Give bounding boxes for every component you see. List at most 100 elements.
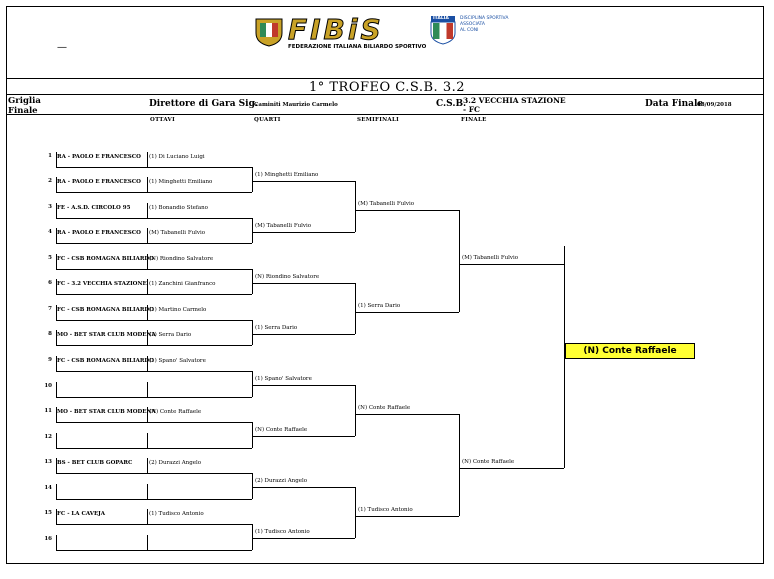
slot-number: 2: [48, 178, 52, 184]
ottavi-line: [56, 243, 252, 244]
ottavi-divider: [56, 407, 57, 422]
ottavi-divider: [56, 177, 57, 192]
slot-number: 10: [44, 383, 52, 389]
csb-name: 3.2 VECCHIA STAZIONE - FC: [463, 96, 566, 114]
date-label: Data Finale: [645, 99, 704, 109]
ottavi-divider: [147, 509, 148, 524]
ottavi-line: [56, 473, 252, 474]
griglia-label: Griglia Finale: [8, 96, 41, 116]
semi-line: [355, 210, 459, 211]
ottavi-line: [56, 371, 252, 372]
ottavi-divider: [56, 509, 57, 524]
finale-player: (M) Tabanelli Fulvio: [462, 255, 519, 261]
slot-number: 16: [44, 536, 52, 542]
club-name: RA - PAOLO E FRANCESCO: [57, 230, 141, 236]
club-name: FC - 3.2 VECCHIA STAZIONE: [57, 281, 147, 287]
ottavi-divider: [56, 228, 57, 243]
round-header-finale: FINALE: [461, 117, 487, 123]
quarti-connector: [252, 422, 253, 448]
quarti-player: (2) Durazzi Angelo: [255, 478, 308, 484]
ottavi-divider: [56, 305, 57, 320]
ottavi-line: [56, 294, 252, 295]
ottavi-line: [56, 320, 252, 321]
round-header-quarti: QUARTI: [254, 117, 281, 123]
ottavi-line: [56, 524, 252, 525]
quarti-line: [252, 181, 355, 182]
ottavi-divider: [147, 177, 148, 192]
winner-connector: [564, 246, 565, 468]
dash-mark: —: [57, 42, 67, 53]
round-header-semifinali: SEMIFINALI: [357, 117, 400, 123]
director-label: Direttore di Gara Sig.: [149, 99, 259, 109]
ottavi-divider: [56, 203, 57, 218]
quarti-player: (1) Spano' Salvatore: [255, 376, 312, 382]
ottavi-divider: [56, 382, 57, 397]
quarti-player: (N) Conte Raffaele: [255, 427, 308, 433]
ottavi-line: [56, 218, 252, 219]
semi-player: (1) Tudisco Antonio: [358, 507, 413, 513]
slot-number: 15: [44, 510, 52, 516]
semi-player: (N) Conte Raffaele: [358, 405, 411, 411]
ottavi-divider: [147, 535, 148, 550]
quarti-connector: [252, 524, 253, 550]
player-name: (1) Zanchini Gianfranco: [149, 281, 216, 287]
quarti-connector: [252, 371, 253, 397]
player-name: (1) Bonandio Stefano: [149, 205, 208, 211]
finale-player: (N) Conte Raffaele: [462, 459, 515, 465]
ottavi-divider: [56, 484, 57, 499]
ottavi-line: [56, 422, 252, 423]
club-name: FC - CSB ROMAGNA BILIARDO: [57, 256, 154, 262]
coni-logo: ITALIA DISCIPLINA SPORTIVA ASSOCIATA AL …: [430, 15, 520, 47]
quarti-connector: [252, 473, 253, 499]
semi-connector: [355, 181, 356, 232]
fibis-logo: FIBiS FEDERAZIONE ITALIANA BILIARDO SPOR…: [254, 13, 426, 50]
quarti-player: (1) Tudisco Antonio: [255, 529, 310, 535]
club-name: FC - CSB ROMAGNA BILIARDO: [57, 307, 154, 313]
quarti-connector: [252, 320, 253, 345]
quarti-line: [252, 283, 355, 284]
ottavi-divider: [147, 330, 148, 345]
slot-number: 6: [48, 280, 52, 286]
semi-connector: [355, 487, 356, 538]
quarti-player: (N) Riondino Salvatore: [255, 274, 320, 280]
quarti-line: [252, 232, 355, 233]
player-name: (2) Durazzi Angelo: [149, 460, 202, 466]
club-name: BS - BET CLUB GOPARC: [57, 460, 133, 466]
club-name: MO - BET STAR CLUB MODENA: [57, 409, 156, 415]
ottavi-line: [56, 397, 252, 398]
slot-number: 5: [48, 255, 52, 261]
ottavi-line: [56, 499, 252, 500]
ottavi-line: [56, 167, 252, 168]
club-name: FE - A.S.D. CIRCOLO 95: [57, 205, 131, 211]
ottavi-divider: [56, 356, 57, 371]
player-name: (1) Di Luciano Luigi: [149, 154, 205, 160]
ottavi-divider: [147, 152, 148, 167]
finale-line: [459, 264, 564, 265]
player-name: (1) Spano' Salvatore: [149, 358, 206, 364]
player-name: (1) Martino Carmelo: [149, 307, 207, 313]
ottavi-divider: [147, 305, 148, 320]
ottavi-divider: [147, 382, 148, 397]
page-title: 1° TROFEO C.S.B. 3.2: [308, 80, 465, 95]
finale-connector: [459, 210, 460, 312]
semi-line: [355, 312, 459, 313]
quarti-connector: [252, 167, 253, 192]
ottavi-divider: [56, 152, 57, 167]
club-name: RA - PAOLO E FRANCESCO: [57, 154, 141, 160]
quarti-line: [252, 487, 355, 488]
quarti-connector: [252, 218, 253, 243]
ottavi-divider: [56, 458, 57, 473]
player-name: (1) Minghetti Emiliano: [149, 179, 213, 185]
fibis-logo-text: FIBiS: [288, 13, 384, 47]
ottavi-divider: [56, 535, 57, 550]
player-name: (N) Conte Raffaele: [149, 409, 202, 415]
semi-player: (M) Tabanelli Fulvio: [358, 201, 415, 207]
round-header-ottavi: OTTAVI: [150, 117, 175, 123]
semi-player: (1) Serra Dario: [358, 303, 401, 309]
club-name: FC - LA CAVEJA: [57, 511, 106, 517]
info-bottom-rule: [6, 114, 763, 115]
quarti-connector: [252, 269, 253, 294]
player-name: (N) Riondino Salvatore: [149, 256, 214, 262]
ottavi-divider: [147, 279, 148, 294]
ottavi-divider: [147, 228, 148, 243]
